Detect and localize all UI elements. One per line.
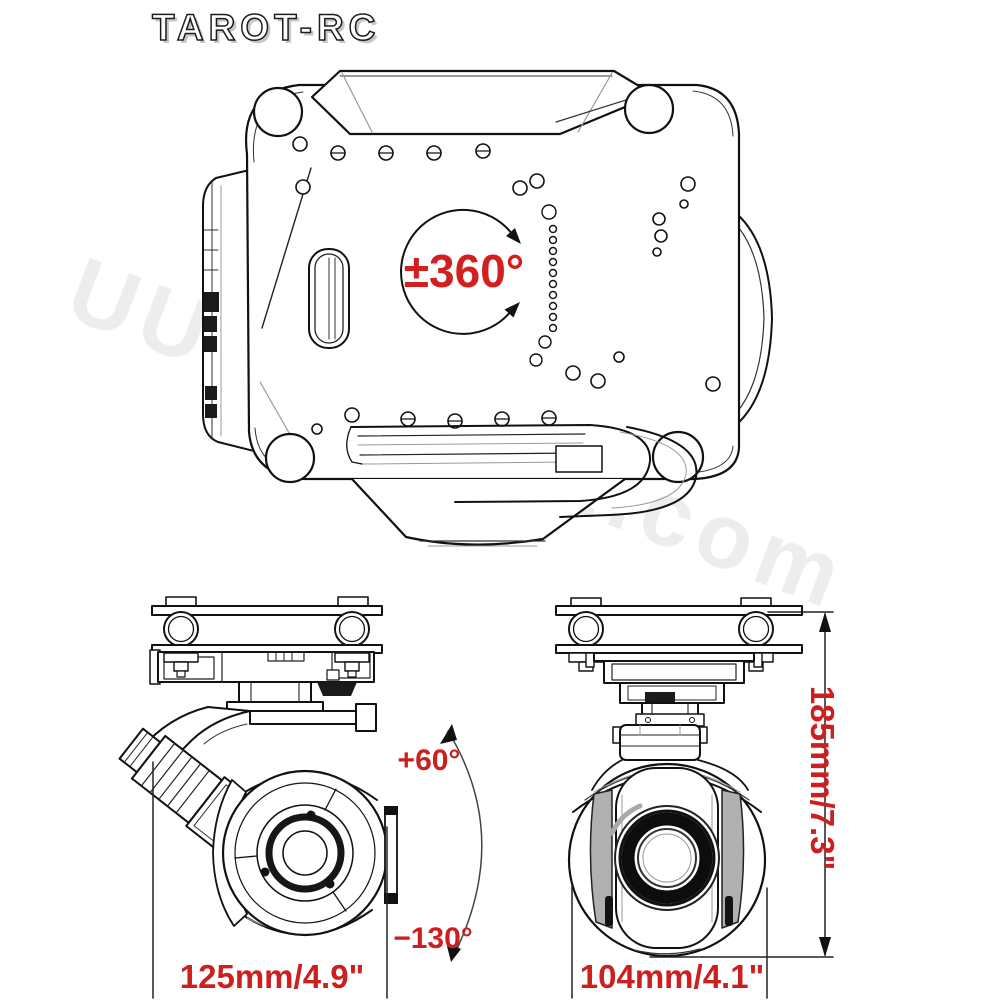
camera-ball-front [567,762,767,958]
pan-rotation-arrow: ±360° [400,208,524,335]
side-width-dimension: 125mm/4.9" [152,761,388,999]
height-dimension: 185mm/7.3" [649,611,841,958]
front-width-label: 104mm/4.1" [580,958,764,995]
plate-slot [308,248,350,349]
camera-hull-top [310,69,656,136]
left-motor-pod [202,167,259,453]
side-view-drawing: 125mm/4.9" +60° −130° [118,596,483,999]
hole-column [529,204,558,367]
brand-logo-text: TAROT-RC [152,7,380,48]
side-width-label: 125mm/4.9" [180,958,364,995]
yaw-housing-side [149,649,375,712]
height-label: 185mm/7.3" [804,686,841,870]
brand-logo: TAROT-RC TAROT-RC [151,6,383,51]
camera-lens-front [614,805,720,911]
camera-hull-bottom [346,424,698,547]
brand-logo-shadow: TAROT-RC [155,10,383,51]
yaw-housing-front [585,652,763,727]
screw-holes [292,136,721,435]
roll-motor-front [591,724,749,791]
front-view-drawing: 185mm/7.3" 104mm/4.1" [555,597,841,999]
mount-rail-side [151,596,383,654]
corner-mount-holes [252,83,705,484]
top-view-drawing: ±360° [202,69,773,547]
tilt-down-label: −130° [393,922,473,955]
front-width-dimension: 104mm/4.1" [571,884,768,999]
tilt-up-label: +60° [398,744,461,777]
camera-ball-side [212,769,398,937]
tilt-range-arc: +60° −130° [393,724,483,962]
pan-range-label: ±360° [404,245,524,297]
